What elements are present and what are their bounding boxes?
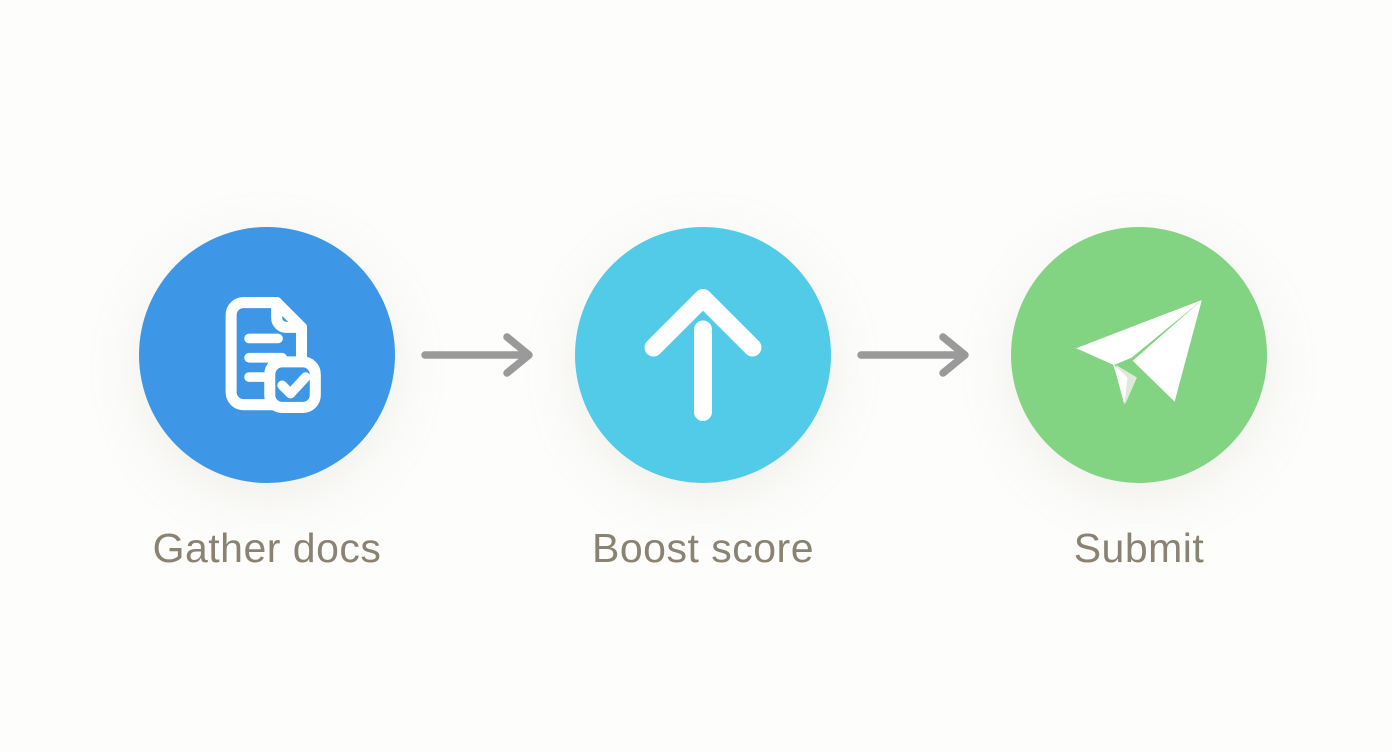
arrow-up-icon	[628, 280, 778, 430]
step-label-gather-docs: Gather docs	[152, 525, 382, 571]
step-circle-submit	[1011, 227, 1267, 483]
step-circle-boost-score	[575, 227, 831, 483]
connector-2	[831, 330, 1011, 380]
right-arrow-icon	[420, 330, 550, 380]
right-arrow-icon	[856, 330, 986, 380]
step-gather-docs: Gather docs	[139, 227, 395, 572]
step-circle-gather-docs	[139, 227, 395, 483]
step-submit: Submit	[1011, 227, 1267, 572]
paper-plane-icon	[1076, 300, 1202, 410]
step-boost-score: Boost score	[575, 227, 831, 572]
step-label-boost-score: Boost score	[592, 525, 814, 571]
document-check-icon	[198, 286, 336, 424]
flow-row: Gather docs Boost score	[0, 227, 1392, 572]
connector-1	[395, 330, 575, 380]
step-label-submit: Submit	[1073, 525, 1205, 571]
